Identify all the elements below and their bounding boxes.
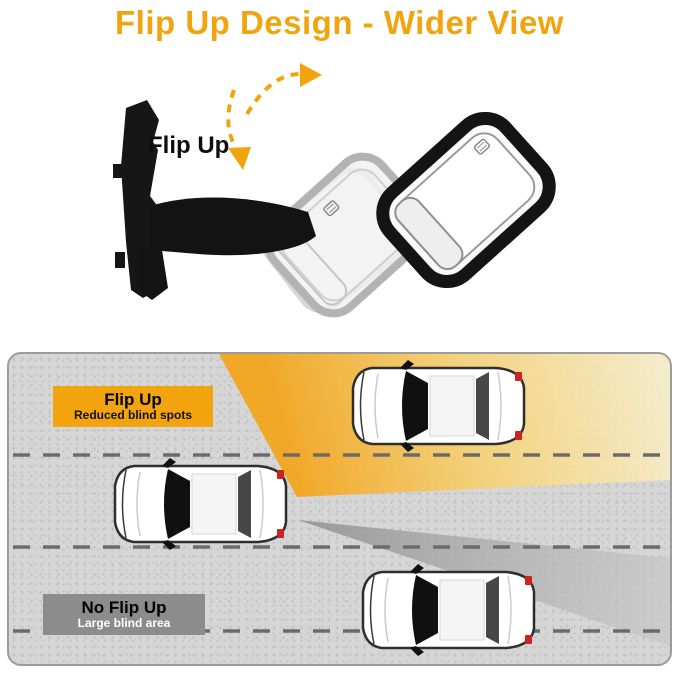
flip-up-badge-subtitle: Reduced blind spots [73,408,192,423]
mirror-arm [150,197,316,256]
mirror-illustration-svg [113,63,556,318]
no-flip-up-badge-subtitle: Large blind area [77,616,171,631]
no-flip-up-badge: No Flip Up Large blind area [43,594,205,636]
mirror-illustration: Flip Up [0,46,679,352]
vehicle-ahead-top [351,358,526,454]
flip-up-label: Flip Up [148,132,230,159]
road-diagram-panel: Flip Up Reduced blind spots No Flip Up L… [7,352,672,666]
road-diagram-svg [13,354,670,658]
flip-up-badge-title: Flip Up [104,390,162,409]
mirror-glass-flipped-up [376,111,556,289]
bracket-bolt [115,252,125,268]
flip-up-badge: Flip Up Reduced blind spots [53,386,213,428]
page-title: Flip Up Design - Wider View [115,4,564,41]
bracket-lower-piece [138,246,168,300]
no-flip-up-badge-title: No Flip Up [81,598,167,617]
bracket-bolt [113,164,124,178]
vehicle-towing-middle [113,456,288,552]
rotation-arrow-down-icon [226,89,251,170]
vehicle-behind-bottom [361,562,536,658]
rotation-arrow-up-icon [245,63,322,116]
